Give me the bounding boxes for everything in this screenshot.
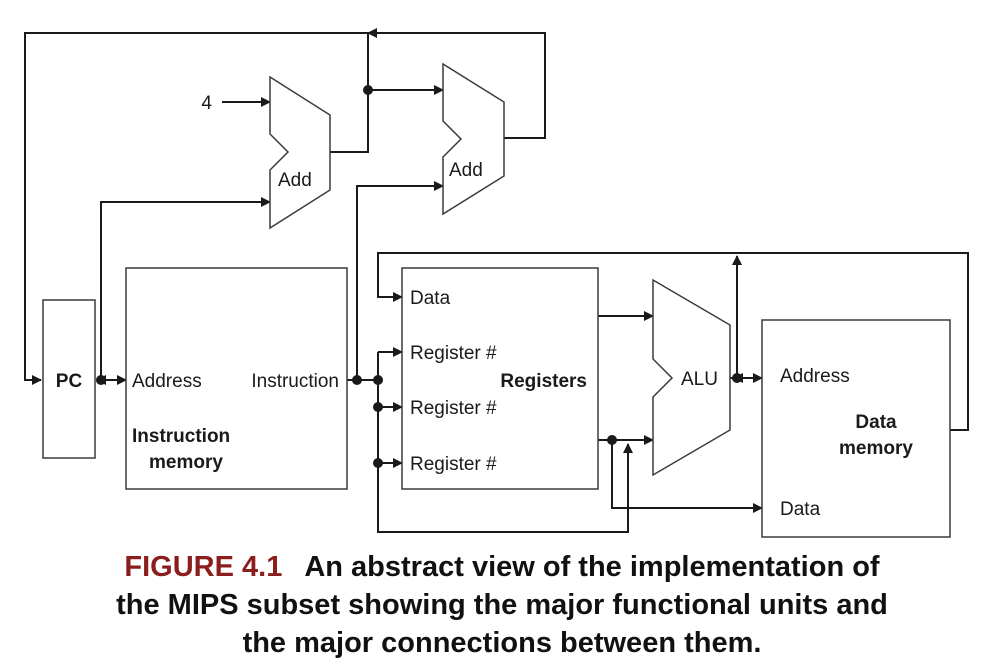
datapath-diagram: 4 Add Add PC Address Instruction Instruc… — [24, 28, 969, 538]
alu — [652, 278, 731, 477]
branch-adder — [442, 62, 505, 216]
reg-write-label: Register # — [410, 454, 497, 475]
caption-line-1: FIGURE 4.1 An abstract view of the implem… — [0, 548, 1004, 586]
pc-adder-label: Add — [278, 170, 312, 191]
junction-dot — [363, 85, 373, 95]
imem-instruction-label: Instruction — [251, 371, 339, 392]
imem-address-label: Address — [132, 371, 202, 392]
register-file — [401, 267, 599, 490]
figure-caption: FIGURE 4.1 An abstract view of the implem… — [0, 548, 1004, 662]
imem-title-line1: Instruction — [132, 426, 230, 447]
caption-line-2: the MIPS subset showing the major functi… — [116, 589, 888, 621]
junction-dot — [96, 375, 106, 385]
pc-to-adder-wire — [100, 197, 271, 380]
branch-adder-label: Add — [449, 160, 483, 181]
imem-title-line2: memory — [149, 452, 223, 473]
figure-number: FIGURE 4.1 — [124, 551, 283, 583]
reg-write-data-label: Data — [410, 288, 451, 309]
instruction-to-branch-adder-wire — [356, 181, 444, 380]
constant-four-label: 4 — [201, 93, 212, 114]
junction-dot — [732, 373, 742, 383]
registers-title: Registers — [500, 371, 587, 392]
junction-dot — [373, 402, 383, 412]
dmem-title-line2: memory — [839, 438, 913, 459]
instruction-memory — [125, 267, 348, 490]
reg-read1-label: Register # — [410, 343, 497, 364]
data-memory — [761, 319, 951, 538]
caption-line-3: the major connections between them. — [242, 627, 762, 659]
pc-feedback-wire — [24, 32, 368, 385]
branch-to-pc-wire — [367, 28, 546, 139]
pc-adder-output-wire — [330, 33, 369, 153]
pc-register — [42, 299, 96, 459]
alu-label: ALU — [681, 369, 718, 390]
dmem-title-line1: Data — [855, 412, 897, 433]
pc-label: PC — [56, 371, 83, 392]
pc-adder — [269, 75, 331, 230]
dmem-address-label: Address — [780, 366, 850, 387]
reg-read2-label: Register # — [410, 398, 497, 419]
immediate-to-alu-wire — [377, 443, 633, 533]
junction-dot — [607, 435, 617, 445]
dmem-write-data-label: Data — [780, 499, 821, 520]
dmem-to-reg-data-wire — [377, 252, 969, 431]
reg-read2-to-dmem-data-wire — [611, 440, 763, 513]
junction-dot — [352, 375, 362, 385]
caption-text-1: An abstract view of the implementation o… — [304, 551, 880, 583]
junction-dot — [373, 375, 383, 385]
junction-dot — [373, 458, 383, 468]
